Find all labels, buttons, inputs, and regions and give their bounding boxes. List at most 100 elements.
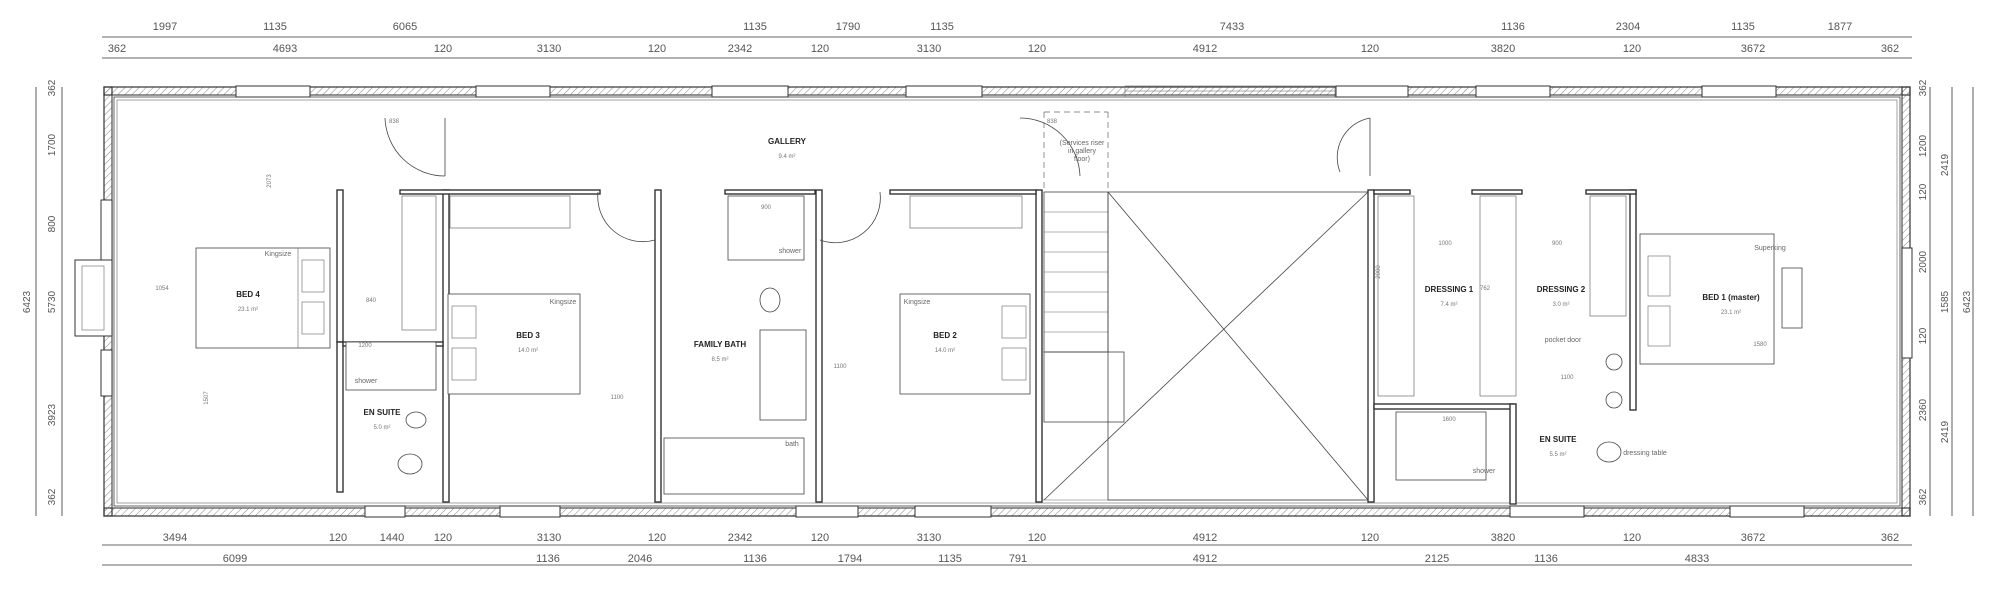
inner-dimension-value: 1054 (155, 286, 169, 292)
inner-dimension-value: 1000 (1438, 241, 1452, 247)
room-name: DRESSING 2 (1537, 285, 1586, 294)
room-area: 5.5 m² (1549, 452, 1566, 458)
left-dimension-chains: 362 1700 800 5730 3923 362 6423 (22, 79, 63, 516)
annotation-label: shower (779, 248, 802, 255)
dimension-value: 6099 (223, 553, 247, 565)
dimension-value: 1136 (536, 553, 560, 565)
annotation-label: Kingsize (265, 251, 292, 258)
room-name: DRESSING 1 (1425, 285, 1474, 294)
dimension-value: 1440 (380, 532, 404, 544)
dimension-value: 6423 (22, 290, 33, 313)
windows-top (235, 85, 1777, 98)
dimension-value: 4912 (1193, 532, 1217, 544)
dimension-value: 1136 (1501, 21, 1525, 33)
annotation-label: shower (355, 378, 378, 385)
room-name: BED 4 (236, 290, 260, 299)
dimension-value: 1794 (838, 553, 862, 565)
dimension-value: 3494 (163, 532, 187, 544)
annotation-label: dressing table (1623, 450, 1667, 457)
dimension-value: 1700 (47, 133, 58, 156)
inner-dimension-value: 900 (1552, 241, 1563, 247)
annotation-label: pocket door (1545, 337, 1582, 344)
room-name: GALLERY (768, 137, 807, 146)
internal-walls (336, 189, 1637, 505)
annotation-label: Kingsize (550, 299, 577, 306)
dimension-value: 120 (1361, 43, 1379, 55)
room-name: FAMILY BATH (694, 340, 747, 349)
room-area: 3.0 m² (1552, 302, 1569, 308)
dimension-value: 2000 (1918, 250, 1929, 273)
annotation-label: (Services riser (1060, 140, 1105, 147)
dimension-value: 4693 (273, 43, 297, 55)
dimension-value: 362 (47, 488, 58, 505)
annotation-label: Superking (1754, 245, 1786, 252)
inner-dimension-value: 762 (1480, 286, 1491, 292)
inner-dimension-value: 1580 (1753, 342, 1767, 348)
dimension-value: 1136 (1534, 553, 1558, 565)
room-area: 5.0 m² (373, 425, 390, 431)
room-area: 7.4 m² (1440, 302, 1457, 308)
annotation-label: bath (785, 441, 799, 448)
dimension-value: 5730 (47, 290, 58, 313)
beds (195, 233, 1803, 395)
dimension-value: 120 (648, 43, 666, 55)
inner-dimension-value: 1600 (1442, 417, 1456, 423)
room-name: BED 1 (master) (1702, 293, 1760, 302)
inner-dimension-value: 900 (761, 205, 772, 211)
inner-dimension-value: 1100 (1561, 375, 1575, 381)
inner-dimension-value: 838 (1047, 119, 1058, 125)
dimension-value: 791 (1009, 553, 1027, 565)
dimension-value: 3672 (1741, 532, 1765, 544)
annotation-label: Kingsize (904, 299, 931, 306)
dimension-value: 120 (648, 532, 666, 544)
room-name: BED 2 (933, 331, 957, 340)
annotation-label: in gallery (1068, 148, 1097, 155)
staircase (1043, 111, 1369, 501)
dimension-value: 120 (1028, 532, 1046, 544)
windows-side (74, 199, 1913, 397)
bathroom-fixtures (345, 195, 1623, 495)
dimension-value: 800 (47, 215, 58, 232)
dimension-value: 362 (1918, 79, 1929, 96)
inner-dimension-value: 2073 (267, 174, 273, 188)
dimension-value: 120 (1028, 43, 1046, 55)
inner-dimension-value: 1507 (204, 391, 210, 405)
dimension-value: 3130 (917, 43, 941, 55)
dimension-value: 2125 (1425, 553, 1449, 565)
inner-dimension-value: 1200 (358, 343, 372, 349)
dimension-value: 362 (47, 79, 58, 96)
dimension-value: 4912 (1193, 553, 1217, 565)
dimension-value: 1136 (743, 553, 767, 565)
dimension-value: 120 (434, 43, 452, 55)
dimension-value: 3672 (1741, 43, 1765, 55)
room-area: 23.1 m² (1721, 310, 1741, 316)
inner-dimension-value: 838 (389, 119, 400, 125)
annotation-label: floor) (1074, 156, 1090, 163)
dimension-value: 3923 (47, 403, 58, 426)
dimension-value: 1135 (263, 21, 287, 33)
room-area: 14.0 m² (518, 348, 538, 354)
dimension-value: 1877 (1828, 21, 1852, 33)
dimension-value: 120 (1918, 327, 1929, 344)
dimension-value: 1790 (836, 21, 860, 33)
room-area: 9.4 m² (778, 154, 795, 160)
dimension-value: 2419 (1940, 153, 1951, 176)
annotation-label: shower (1473, 468, 1496, 475)
dimension-value: 1135 (930, 21, 954, 33)
doors (384, 117, 1371, 244)
dimension-value: 120 (434, 532, 452, 544)
dimension-value: 3130 (917, 532, 941, 544)
room-area: 14.0 m² (935, 348, 955, 354)
dimension-value: 120 (1623, 43, 1641, 55)
dimension-value: 1585 (1940, 290, 1951, 313)
dimension-value: 120 (1623, 532, 1641, 544)
dimension-value: 362 (1881, 532, 1899, 544)
dimension-value: 120 (811, 43, 829, 55)
dimension-value: 120 (329, 532, 347, 544)
dimension-value: 2342 (728, 532, 752, 544)
dimension-value: 1997 (153, 21, 177, 33)
